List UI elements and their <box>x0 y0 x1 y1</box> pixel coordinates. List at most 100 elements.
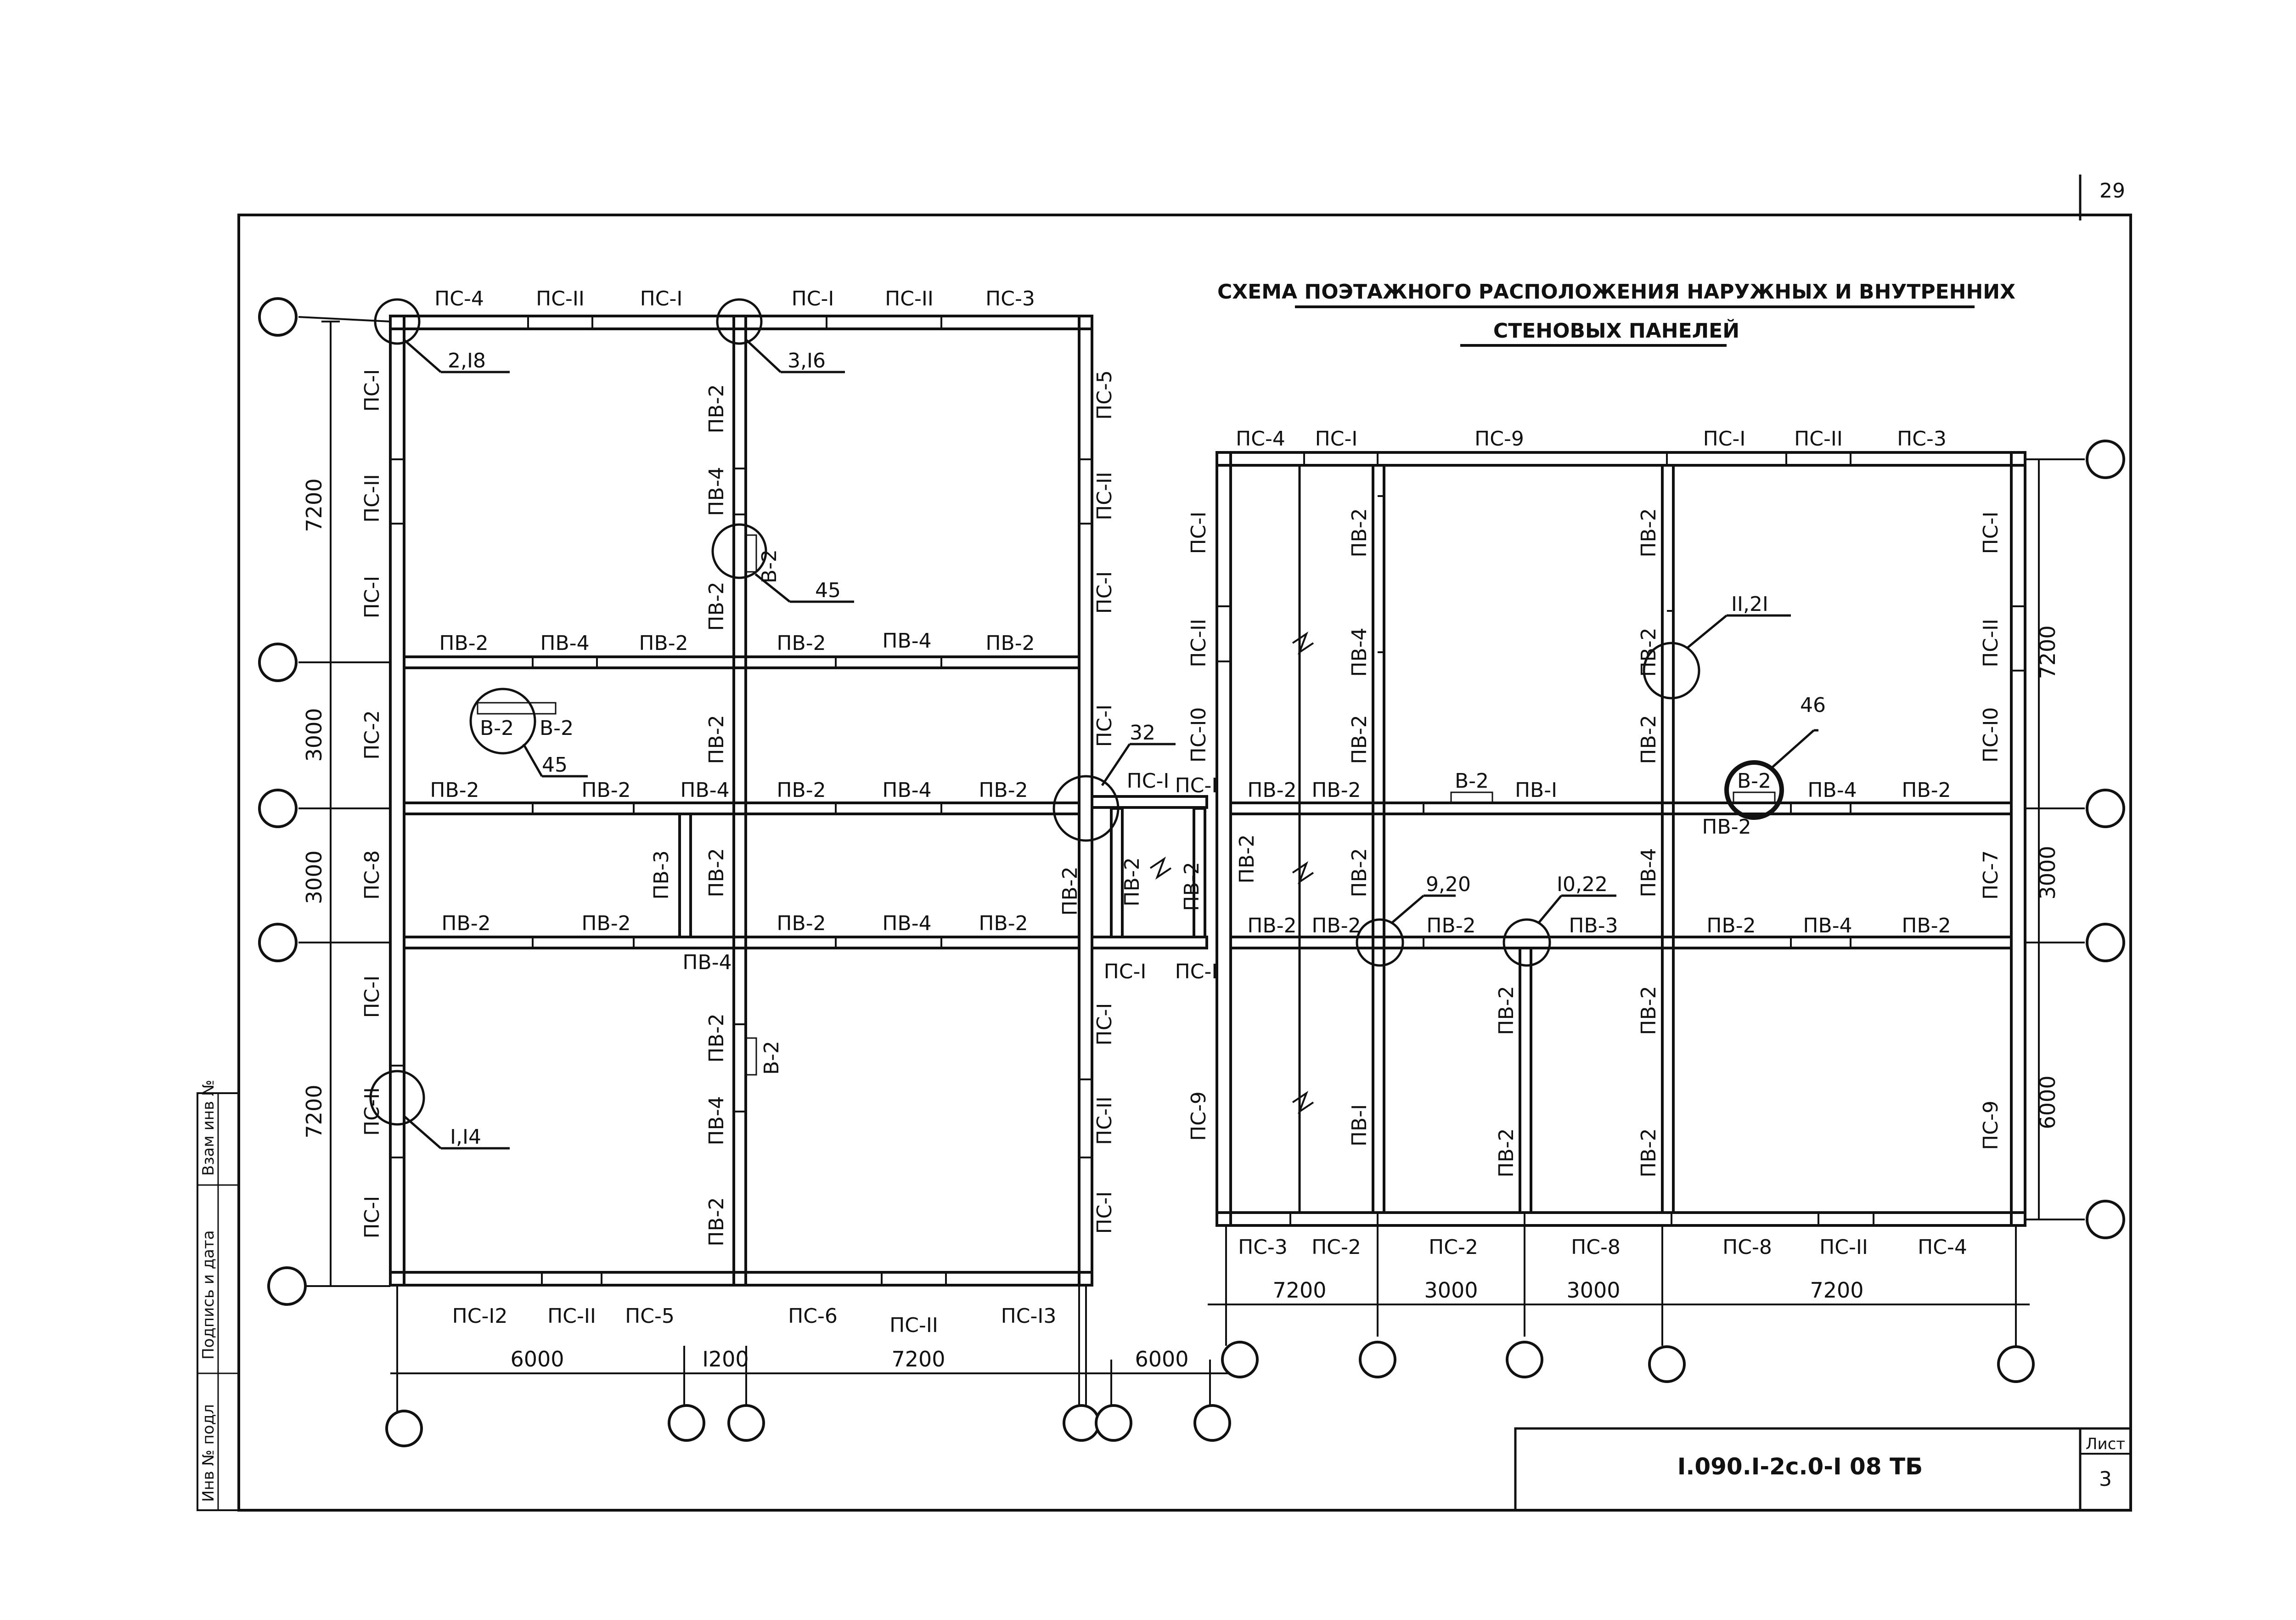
panel-label: ПВ-2 <box>581 779 630 802</box>
panel-label: ПВ-2 <box>441 912 490 935</box>
dimension-label: 7200 <box>302 1084 326 1138</box>
panel-label: ПС-5 <box>1093 370 1116 420</box>
sheet-label: Лист <box>2086 1435 2125 1453</box>
left-grid-bubbles <box>258 297 1231 1447</box>
right-plan-walls <box>1216 451 2026 1227</box>
panel-label: ПВ-2 <box>777 779 826 802</box>
panel-label: ПС-5 <box>625 1304 675 1328</box>
panel-label: ПС-4 <box>1236 427 1285 451</box>
panel-label: ПВ-2 <box>705 715 728 764</box>
dimension-label: 7200 <box>891 1347 945 1372</box>
panel-label: ПС-3 <box>1238 1236 1288 1259</box>
panel-label: ПВ-2 <box>1180 862 1204 911</box>
block-label: В-2 <box>1737 769 1771 793</box>
panel-label: ПС-II <box>360 474 384 523</box>
dimension-label: 7200 <box>2035 625 2060 679</box>
right-bottom-panels: ПС-3 ПС-2 ПС-2 ПС-8 ПС-8 ПС-II ПС-4 <box>1238 1236 1967 1259</box>
panel-label: ПС-II <box>885 287 934 310</box>
panel-label: ПВ-4 <box>882 912 931 935</box>
panel-label: ПС-I <box>1104 960 1147 983</box>
panel-label: ПС-I <box>1175 774 1218 797</box>
panel-label: ПС-4 <box>434 287 484 310</box>
panel-label: ПВ-2 <box>777 632 826 655</box>
panel-label: ПВ-2 <box>1348 508 1371 557</box>
panel-label: ПС-I <box>1093 1003 1116 1046</box>
callout-label: 3,I6 <box>788 349 826 373</box>
panel-label: ПВ-2 <box>1637 627 1660 677</box>
panel-label: ПС-2 <box>1311 1236 1361 1259</box>
panel-label: ПС-I <box>1093 571 1116 614</box>
right-dimension-lines <box>1208 458 2085 1346</box>
panel-label: ПС-II <box>1093 472 1116 520</box>
panel-label: ПВ-2 <box>1902 914 1951 937</box>
panel-label: ПВ-2 <box>1495 1128 1518 1177</box>
right-right-wall-panels: ПС-I ПС-II ПС-I0 ПС-7 ПС-9 <box>1979 512 2003 1150</box>
panel-label: ПВ-2 <box>985 632 1035 655</box>
dimension-label: 6000 <box>510 1347 564 1372</box>
panel-label: ПС-9 <box>1187 1091 1210 1141</box>
panel-label: ПС-I <box>1093 1191 1116 1234</box>
panel-label: ПС-I <box>1315 427 1358 451</box>
panel-label: ПВ-2 <box>430 779 479 802</box>
panel-label: ПС-9 <box>1474 427 1524 451</box>
panel-label: ПС-8 <box>1571 1236 1621 1259</box>
panel-label: ПС-I <box>360 369 384 412</box>
panel-label: ПВ-2 <box>639 632 688 655</box>
right-left-wall-panels: ПС-I ПС-II ПС-I0 ПС-9 <box>1187 512 1210 1141</box>
side-stamp: Инв № подл Подпись и дата Взам инв № <box>199 1080 218 1502</box>
panel-label: ПС-I3 <box>1001 1304 1057 1328</box>
dimension-label: 7200 <box>1272 1278 1326 1303</box>
left-callouts <box>369 298 1176 1150</box>
link-walls <box>1091 795 1208 949</box>
dimension-label: 3000 <box>2035 846 2060 899</box>
panel-label: ПВ-2 <box>705 1197 728 1246</box>
panel-label: ПВ-I <box>1348 1104 1371 1146</box>
callout-label: 32 <box>1130 721 1155 745</box>
panel-label: ПС-II <box>1187 619 1210 667</box>
page-number: 29 <box>2099 179 2125 203</box>
block-label: В-2 <box>758 549 781 583</box>
panel-label: ПВ-2 <box>705 581 728 631</box>
panel-label: ПС-I0 <box>1187 707 1210 763</box>
right-interior-v-panels: ПВ-2 ПВ-4 ПВ-2 ПВ-2 ПВ-2 ПВ-I ПВ-2 ПВ-2 … <box>1235 508 1660 1177</box>
panel-label: ПС-II <box>1819 1236 1868 1259</box>
left-row3-panels: ПВ-2 ПВ-2 ПВ-4 ПВ-2 ПВ-4 ПВ-2 <box>441 912 1028 974</box>
panel-label: ПВ-2 <box>1348 848 1371 897</box>
sheet-number: 3 <box>2099 1468 2112 1491</box>
panel-label: ПВ-2 <box>1637 1128 1660 1177</box>
right-plan-joints <box>1217 452 2025 1225</box>
panel-label: ПС-I <box>640 287 683 310</box>
panel-label: ПС-II <box>1794 427 1843 451</box>
panel-label: ПВ-2 <box>581 912 630 935</box>
panel-label: ПС-2 <box>360 710 384 760</box>
dimension-label: 7200 <box>302 478 326 532</box>
left-plan-right-wall-panels: ПС-5 ПС-II ПС-I ПС-I ПС-I ПС-II ПС-I <box>1093 370 1116 1234</box>
panel-label: ПВ-2 <box>1706 914 1756 937</box>
panel-label: ПВ-2 <box>705 848 728 897</box>
left-bottom-panels: ПС-I2 ПС-II ПС-5 ПС-6 ПС-II ПС-I3 <box>452 1304 1057 1337</box>
callout-label: 45 <box>542 753 568 777</box>
dimension-label: 6000 <box>2035 1075 2060 1129</box>
block-label: В-2 <box>540 717 574 740</box>
dimension-label: 3000 <box>1566 1278 1620 1303</box>
panel-label: ПС-9 <box>1979 1101 2003 1150</box>
left-callout-labels: 2,I8 3,I6 45 45 32 I,I4 <box>448 349 1155 1149</box>
dimension-label: 3000 <box>302 850 326 904</box>
panel-label: ПС-3 <box>1897 427 1947 451</box>
panel-label: ПВ-4 <box>882 629 931 653</box>
panel-label: ПВ-2 <box>1637 986 1660 1035</box>
panel-label: ПС-8 <box>1722 1236 1772 1259</box>
stamp-inv: Инв № подл <box>199 1404 218 1502</box>
panel-label: ПВ-4 <box>705 467 728 516</box>
panel-label: ПВ-2 <box>439 632 488 655</box>
right-row-low-panels: ПВ-2 ПВ-2 ПВ-2 ПВ-3 ПВ-2 ПВ-4 ПВ-2 <box>1247 914 1951 937</box>
panel-label: ПВ-2 <box>1348 715 1371 764</box>
dimension-label: 3000 <box>302 708 326 762</box>
dimension-label: I200 <box>702 1347 748 1372</box>
panel-label: ПВ-2 <box>979 779 1028 802</box>
right-callouts <box>1356 614 1818 967</box>
panel-label: ПВ-4 <box>1803 914 1852 937</box>
panel-label: ПС-I <box>1127 769 1170 793</box>
panel-label: ПС-8 <box>360 850 384 900</box>
callout-label: 46 <box>1800 694 1826 717</box>
